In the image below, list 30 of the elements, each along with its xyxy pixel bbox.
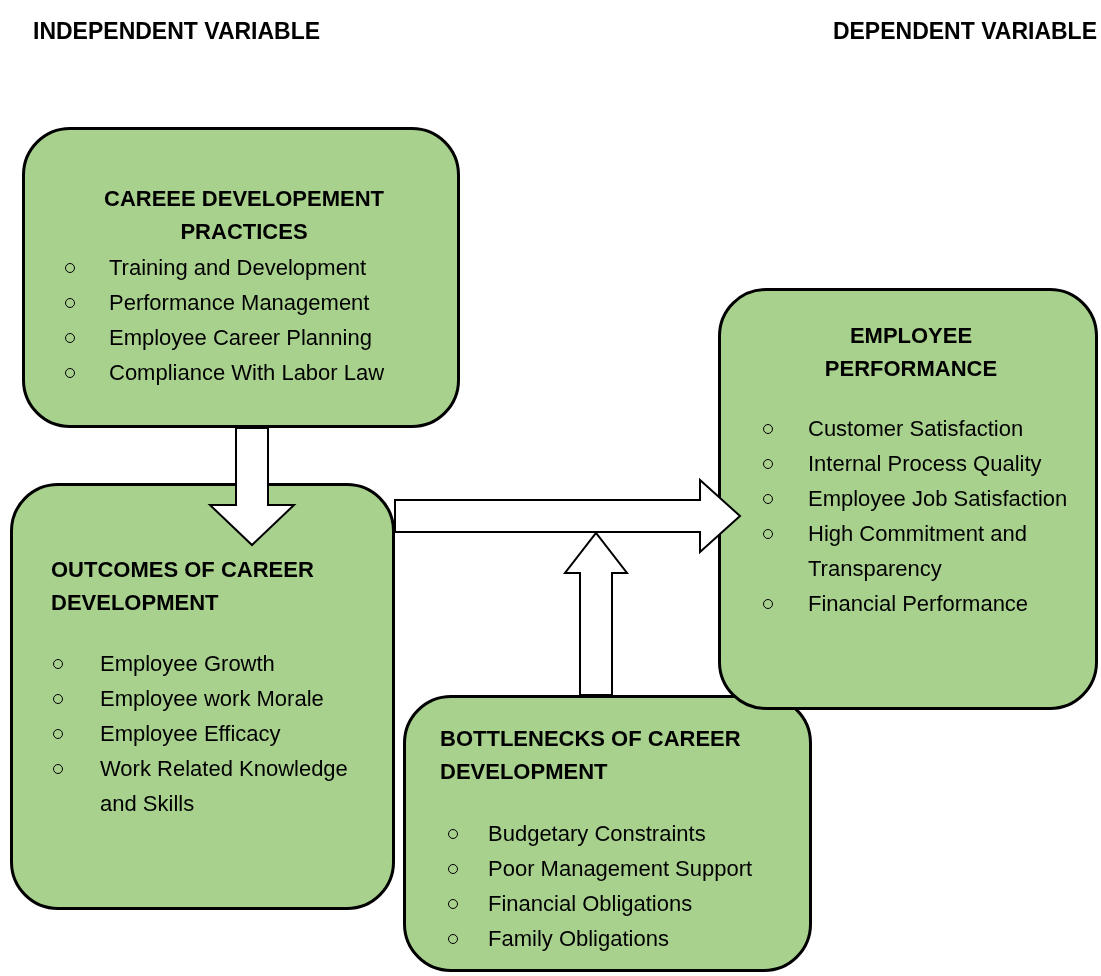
list-item: Financial Performance (808, 590, 1030, 618)
list-item: Performance Management (109, 289, 371, 317)
list-item: Employee Job Satisfaction (808, 485, 1069, 513)
list-item: Work Related Knowledge and Skills (100, 755, 349, 818)
list-item: Employee Career Planning (109, 324, 373, 352)
list-item: Employee Efficacy (100, 720, 282, 748)
box-heading: EMPLOYEE PERFORMANCE (823, 322, 999, 383)
rounded-box (403, 695, 812, 972)
list-item: High Commitment and Transparency (808, 520, 1028, 583)
list-item: Family Obligations (488, 925, 670, 953)
block-arrow (207, 427, 297, 547)
rounded-box (22, 127, 460, 428)
list-item: Poor Management Support (488, 855, 754, 883)
list-item: Employee work Morale (100, 685, 325, 713)
rounded-box (718, 288, 1098, 710)
list-item: Financial Obligations (488, 890, 694, 918)
list-item: Employee Growth (100, 650, 276, 678)
box-heading: OUTCOMES OF CAREER DEVELOPMENT (51, 556, 315, 617)
list-item: Customer Satisfaction (808, 415, 1025, 443)
list-item: Internal Process Quality (808, 450, 1043, 478)
rounded-box (10, 483, 395, 910)
list-item: Compliance With Labor Law (109, 359, 386, 387)
column-heading: INDEPENDENT VARIABLE (33, 17, 321, 46)
block-arrow (394, 477, 742, 555)
list-item: Training and Development (109, 254, 368, 282)
box-heading: CAREEE DEVELOPEMENT PRACTICES (103, 185, 385, 246)
box-heading: BOTTLENECKS OF CAREER DEVELOPMENT (440, 725, 742, 786)
block-arrow (562, 531, 630, 696)
column-heading: DEPENDENT VARIABLE (832, 17, 1097, 46)
list-item: Budgetary Constraints (488, 820, 707, 848)
